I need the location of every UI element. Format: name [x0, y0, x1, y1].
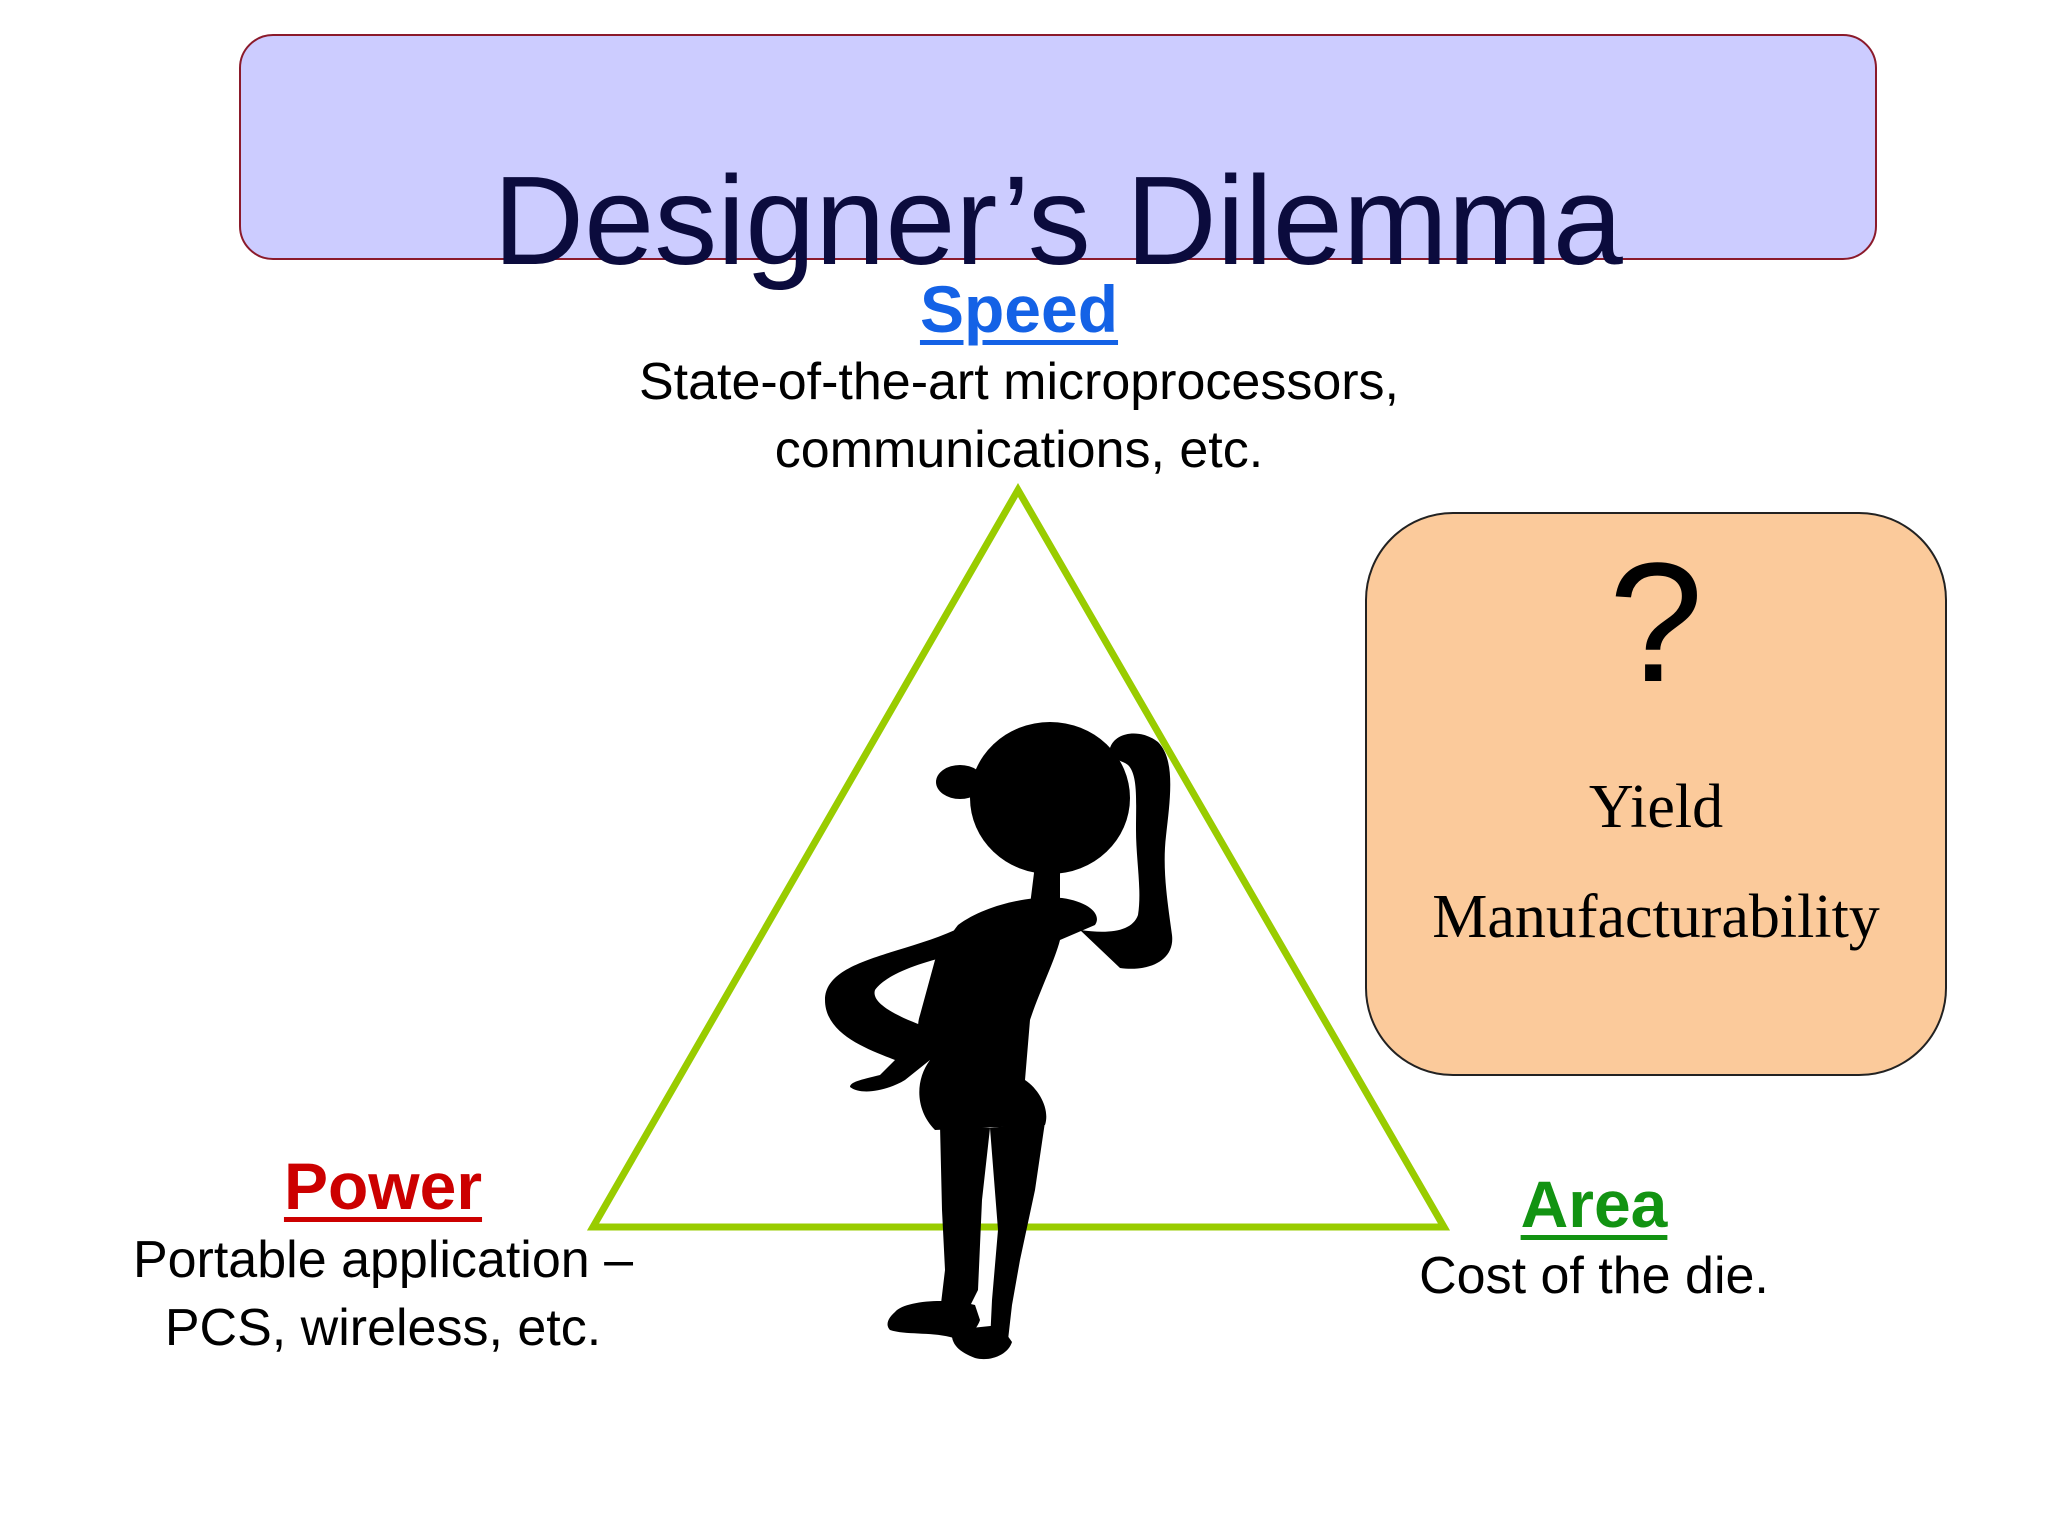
area-description-line: Cost of the die. — [1419, 1247, 1769, 1305]
power-label: Power — [283, 1149, 483, 1223]
slide-title: Designer’s Dilemma — [493, 150, 1623, 291]
title-banner: Designer’s Dilemma — [239, 34, 1877, 284]
speed-description-line: communications, etc. — [774, 421, 1264, 479]
speed-description: State-of-the-art microprocessors, commun… — [0, 348, 2038, 484]
speed-description-line: State-of-the-art microprocessors, — [638, 353, 1400, 411]
manufacturability-item: Manufacturability — [1432, 883, 1880, 951]
speed-label: Speed — [919, 272, 1119, 346]
thinking-person-silhouette-icon — [825, 722, 1173, 1360]
yield-item: Yield — [1588, 773, 1724, 841]
power-description: Portable application – PCS, wireless, et… — [70, 1226, 696, 1362]
area-label: Area — [1520, 1167, 1668, 1241]
power-description-line: Portable application – — [132, 1231, 634, 1289]
question-mark-icon: ? — [1608, 528, 1704, 718]
power-description-line: PCS, wireless, etc. — [164, 1299, 602, 1357]
area-description: Cost of the die. — [1344, 1242, 1844, 1310]
yield-callout-box: ? Yield Manufacturability — [1365, 512, 1947, 1076]
